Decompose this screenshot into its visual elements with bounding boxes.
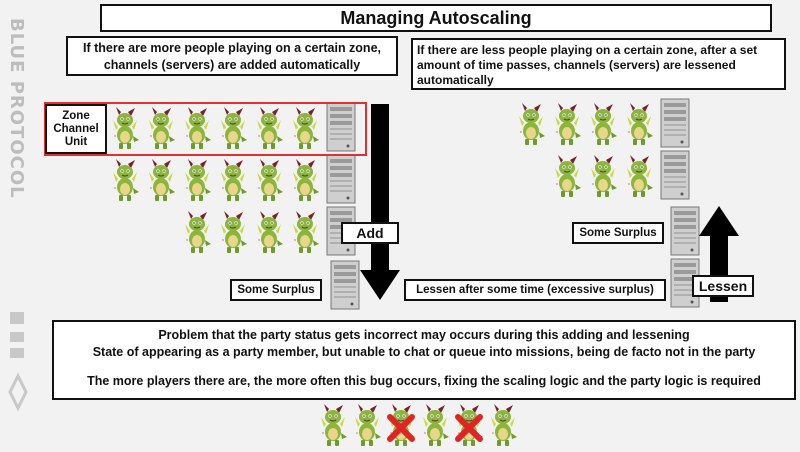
red-x-icon <box>455 414 483 442</box>
character-icon <box>218 158 248 202</box>
problem-line-1: Problem that the party status gets incor… <box>158 328 690 342</box>
character-icon <box>624 102 654 146</box>
character-icon <box>290 210 320 254</box>
brand-logo: BLUE PROTOCOL <box>4 12 28 442</box>
character-icon <box>552 102 582 146</box>
character-icon <box>420 403 450 447</box>
character-icon <box>290 158 320 202</box>
server-icon <box>660 150 690 200</box>
character-icon <box>352 403 382 447</box>
add-rule-note: If there are more people playing on a ce… <box>66 36 398 76</box>
character-icon <box>218 210 248 254</box>
character-icon <box>146 158 176 202</box>
character-icon <box>254 210 284 254</box>
some-surplus-left-label: Some Surplus <box>230 279 322 301</box>
server-icon <box>660 98 690 148</box>
logo-glyphs <box>8 312 28 412</box>
character-icon <box>488 403 518 447</box>
server-icon <box>670 206 700 256</box>
logo-text: BLUE PROTOCOL <box>6 18 27 199</box>
lessen-after-label: Lessen after some time (excessive surplu… <box>404 279 666 301</box>
lessen-arrow-label: Lessen <box>692 275 754 297</box>
character-icon <box>624 154 654 198</box>
add-arrow <box>360 104 400 300</box>
add-arrow-label: Add <box>341 222 399 244</box>
character-icon <box>552 154 582 198</box>
character-icon <box>516 102 546 146</box>
problem-description: Problem that the party status gets incor… <box>52 320 796 400</box>
server-icon <box>330 260 360 310</box>
character-icon <box>386 403 416 447</box>
lessen-rule-note: If there are less people playing on a ce… <box>411 38 786 90</box>
character-icon <box>454 403 484 447</box>
character-icon <box>110 158 140 202</box>
character-icon <box>318 403 348 447</box>
some-surplus-right-label: Some Surplus <box>572 222 664 244</box>
character-icon <box>588 102 618 146</box>
character-icon <box>588 154 618 198</box>
zone-channel-unit-label: Zone Channel Unit <box>45 104 107 154</box>
problem-line-2: State of appearing as a party member, bu… <box>92 345 756 359</box>
server-icon <box>326 154 356 204</box>
character-icon <box>182 158 212 202</box>
page-title: Managing Autoscaling <box>100 4 772 32</box>
problem-line-3: The more players there are, the more oft… <box>87 374 761 388</box>
character-icon <box>254 158 284 202</box>
red-x-icon <box>387 414 415 442</box>
character-icon <box>182 210 212 254</box>
